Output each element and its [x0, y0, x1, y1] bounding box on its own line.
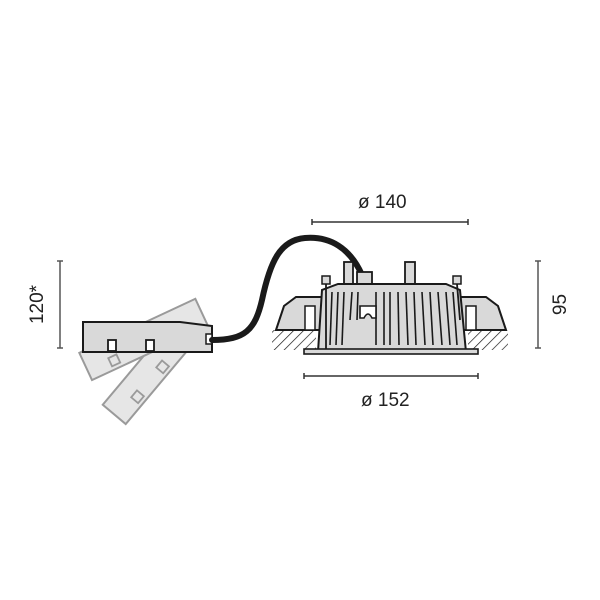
- ceiling-section: [272, 330, 508, 350]
- dimension-driver-height-line: [57, 260, 63, 349]
- mounting-clip-right: [459, 296, 508, 331]
- mounting-clip-left: [274, 296, 323, 331]
- dimension-height-line: [535, 260, 541, 349]
- dimension-bottom-diameter-line: [303, 373, 479, 379]
- fixture-body: [303, 261, 479, 355]
- dimension-top-diameter-line: [311, 219, 469, 225]
- bottom-diameter-label: ø 152: [361, 390, 410, 411]
- cable: [209, 234, 365, 343]
- driver-box: [82, 321, 213, 353]
- driver-height-label: 120*: [27, 284, 49, 325]
- height-label: 95: [550, 293, 572, 316]
- top-diameter-label: ø 140: [358, 192, 407, 213]
